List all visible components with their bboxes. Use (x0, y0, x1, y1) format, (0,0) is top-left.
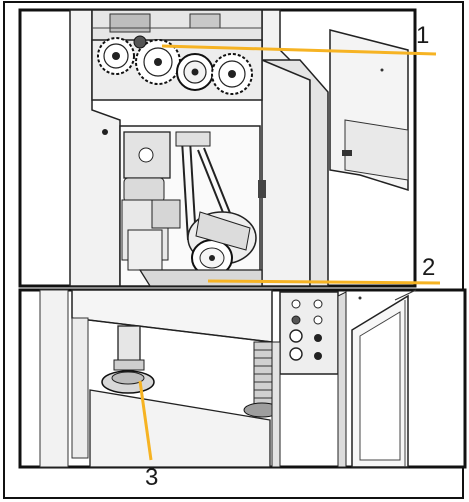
gear-1 (97, 37, 135, 75)
callout-number-2: 2 (422, 254, 436, 281)
spring-column (243, 341, 281, 418)
drive-gears (97, 35, 253, 95)
gear-2 (135, 39, 181, 85)
top-panel (18, 8, 417, 288)
leveling-foot (101, 325, 155, 394)
control-panel (279, 291, 339, 375)
motor-assembly (121, 131, 181, 271)
callout-leaders (138, 44, 441, 461)
callout-number-1: 1 (416, 22, 430, 49)
gear-4 (211, 53, 253, 95)
motor-pulley (187, 211, 257, 277)
gear-3 (176, 53, 214, 91)
leader-line-1 (161, 44, 437, 56)
drive-belts (175, 131, 233, 241)
bottom-panel (18, 288, 467, 469)
leader-line-3 (138, 380, 153, 461)
leader-line-2 (207, 279, 441, 285)
callout-number-3: 3 (145, 464, 159, 491)
